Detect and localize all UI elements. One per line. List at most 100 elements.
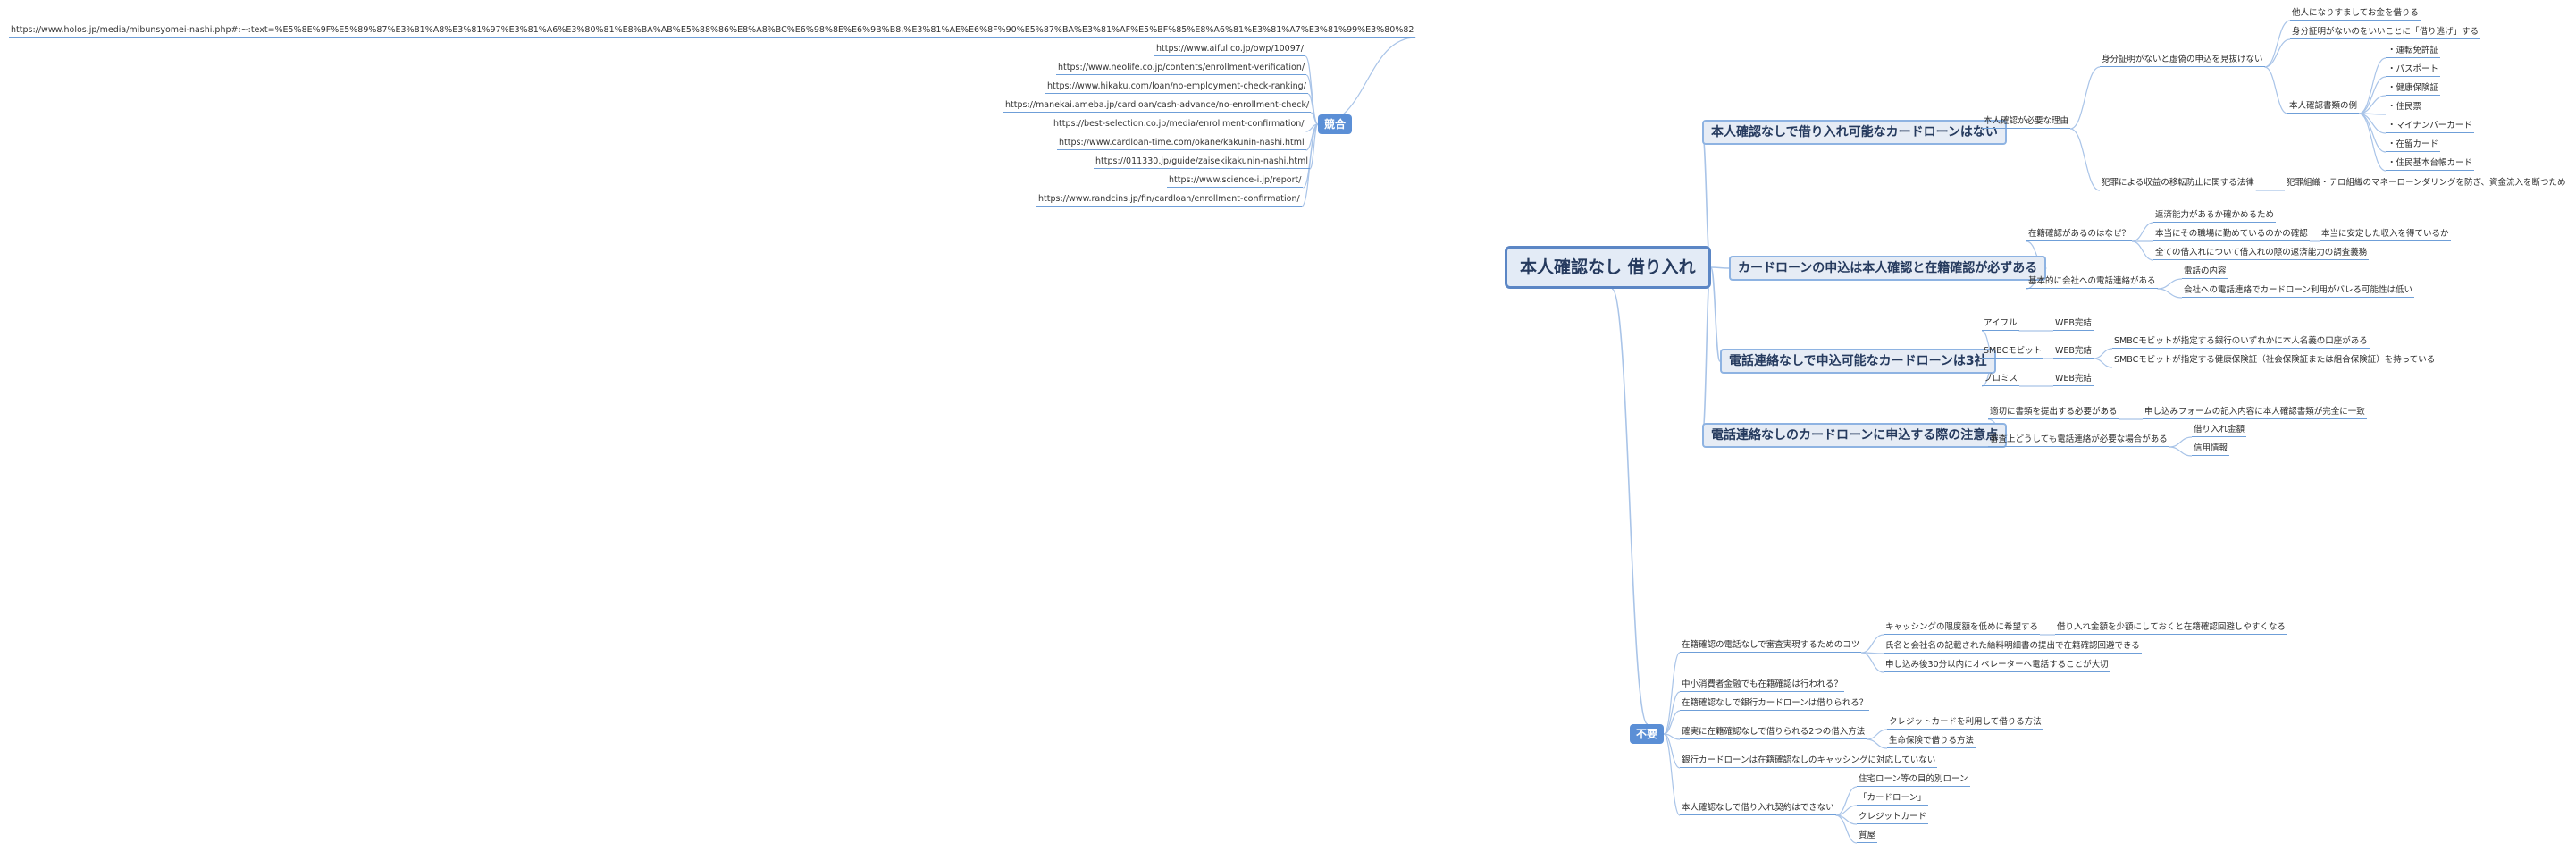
connector-line xyxy=(1861,634,1884,654)
node-phone-item[interactable]: 信用情報 xyxy=(2192,443,2230,456)
connector-line xyxy=(1663,733,1681,816)
contract-item[interactable]: クレジットカード xyxy=(1857,812,1929,824)
node-company-call[interactable]: 基本的に会社への電話連絡がある xyxy=(2026,276,2158,289)
connector-line xyxy=(1861,652,1884,673)
node-why-item[interactable]: 本当にその職場に勤めているのかの確認 xyxy=(2153,229,2310,241)
connector-line xyxy=(2358,113,2387,134)
node-call-item[interactable]: 電話の内容 xyxy=(2182,266,2228,279)
node-doc-item[interactable]: ・住民基本台帳カード xyxy=(2386,158,2475,171)
connector-line xyxy=(1701,266,1712,436)
connector-line xyxy=(1867,729,1888,740)
competitor-url[interactable]: https://manekai.ameba.jp/cardloan/cash-a… xyxy=(1003,100,1312,113)
connector-line xyxy=(1663,691,1681,735)
connector-line xyxy=(2358,76,2387,114)
node-promise-web[interactable]: WEB完結 xyxy=(2053,374,2094,386)
tip-item[interactable]: キャッシングの限度額を低めに希望する xyxy=(1884,622,2041,635)
connector-line xyxy=(2069,66,2101,130)
node-smbc-item[interactable]: SMBCモビットが指定する健康保険証（社会保険証または組合保険証）を持っている xyxy=(2112,355,2438,367)
node-doc-item[interactable]: ・健康保険証 xyxy=(2386,83,2441,96)
connector-line xyxy=(2264,38,2291,68)
connector-line xyxy=(1301,123,1319,207)
node-impersonation-item[interactable]: 身分証明がないのをいいことに「借り逃げ」する xyxy=(2290,27,2481,39)
node-impersonation-item[interactable]: 他人になりすましてお金を借りる xyxy=(2290,8,2421,21)
connector-line xyxy=(2093,358,2113,368)
unneeded-item[interactable]: 在籍確認なしで銀行カードローンは借りられる？ xyxy=(1680,698,1870,711)
node-doc-item[interactable]: ・パスポート xyxy=(2386,64,2441,77)
node-impersonation[interactable]: 身分証明がないと虚偽の申込を見抜けない xyxy=(2100,55,2265,67)
node-doc-item[interactable]: ・マイナンバーカード xyxy=(2386,121,2474,133)
node-phone-needed[interactable]: 審査上どうしても電話連絡が必要な場合がある xyxy=(1988,434,2169,447)
connector-line xyxy=(2157,278,2183,290)
node-submit-docs[interactable]: 適切に書類を提出する必要がある xyxy=(1988,407,2119,419)
competitor-url[interactable]: https://www.holos.jp/media/mibunsyomei-n… xyxy=(9,25,1416,38)
node-doc-item[interactable]: ・在留カード xyxy=(2386,139,2441,152)
main-topic-precautions[interactable]: 電話連絡なしのカードローンに申込する際の注意点 xyxy=(1702,423,2008,448)
competitor-url[interactable]: https://011330.jp/guide/zaisekikakunin-n… xyxy=(1094,156,1310,169)
node-doc-item[interactable]: ・運転免許証 xyxy=(2386,46,2441,58)
connector-line xyxy=(1867,738,1888,749)
contract-item[interactable]: 質屋 xyxy=(1857,831,1878,843)
node-smbc-web[interactable]: WEB完結 xyxy=(2053,346,2094,359)
connector-line xyxy=(2157,288,2183,299)
competitor-url[interactable]: https://www.aiful.co.jp/owp/10097/ xyxy=(1154,44,1305,56)
connector-line xyxy=(1611,288,1649,725)
unneeded-badge[interactable]: 不要 xyxy=(1630,724,1665,744)
connector-line xyxy=(2169,436,2193,448)
node-why-item[interactable]: 返済能力があるか確かめるため xyxy=(2153,210,2277,223)
method-item[interactable]: 生命保険で借りる方法 xyxy=(1887,736,1976,748)
connector-line xyxy=(2264,66,2288,114)
node-law-item[interactable]: 犯罪組織・テロ組織のマネーローンダリングを防ぎ、資金流入を断つため xyxy=(2285,178,2568,190)
competitor-url[interactable]: https://www.science-i.jp/report/ xyxy=(1167,175,1304,188)
node-phone-item[interactable]: 借り入れ金額 xyxy=(2192,425,2247,437)
connector-line xyxy=(2264,20,2291,68)
node-law[interactable]: 犯罪による収益の移転防止に関する法律 xyxy=(2100,178,2256,190)
competition-badge[interactable]: 競合 xyxy=(1318,114,1353,134)
competitor-url[interactable]: https://www.cardloan-time.com/okane/kaku… xyxy=(1057,138,1306,150)
unneeded-item[interactable]: 中小消費者金融でも在籍確認は行われる？ xyxy=(1680,679,1845,692)
node-aiful[interactable]: アイフル xyxy=(1982,318,2019,331)
tip-sub[interactable]: 借り入れ金額を少額にしておくと在籍確認回避しやすくなる xyxy=(2055,622,2287,635)
unneeded-item[interactable]: 本人確認なしで借り入れ契約はできない xyxy=(1680,803,1836,815)
node-reason[interactable]: 本人確認が必要な理由 xyxy=(1982,116,2071,129)
connector-line xyxy=(1317,37,1416,125)
contract-item[interactable]: 住宅ローン等の目的別ローン xyxy=(1857,774,1970,787)
unneeded-item[interactable]: 在籍確認の電話なしで審査実現するためのコツ xyxy=(1680,640,1862,653)
node-why-item[interactable]: 全ての借入れについて借入れの際の返済能力の調査義務 xyxy=(2153,248,2370,260)
unneeded-item[interactable]: 確実に在籍確認なしで借りられる2つの借入方法 xyxy=(1680,727,1867,739)
competitor-url[interactable]: https://www.hikaku.com/loan/no-employmen… xyxy=(1045,81,1308,94)
node-promise[interactable]: プロミス xyxy=(1982,374,2020,386)
connector-line xyxy=(1835,814,1858,844)
connector-line xyxy=(2131,222,2154,242)
contract-item[interactable]: 「カードローン」 xyxy=(1857,793,1928,806)
node-aiful-web[interactable]: WEB完結 xyxy=(2053,318,2094,331)
node-call-item[interactable]: 会社への電話連絡でカードローン利用がバレる可能性は低い xyxy=(2182,285,2415,298)
main-topic-no-verification[interactable]: 本人確認なしで借り入れ可能なカードローンはない xyxy=(1702,120,2007,145)
node-smbc[interactable]: SMBCモビット xyxy=(1982,346,2044,359)
tip-item[interactable]: 氏名と会社名の記載された給料明細書の提出で在籍確認回避できる xyxy=(1884,641,2142,654)
unneeded-item[interactable]: 銀行カードローンは在籍確認なしのキャッシングに対応していない xyxy=(1680,755,1938,768)
connector-line xyxy=(1709,266,1721,362)
connector-line xyxy=(1710,266,1730,269)
method-item[interactable]: クレジットカードを利用して借りる方法 xyxy=(1887,717,2043,730)
node-why-sub[interactable]: 本当に安定した収入を得ているか xyxy=(2320,229,2451,241)
connector-line xyxy=(2358,113,2387,172)
connector-line xyxy=(2131,240,2154,261)
node-docs[interactable]: 本人確認書類の例 xyxy=(2287,101,2360,114)
root-topic[interactable]: 本人確認なし 借り入れ xyxy=(1505,246,1711,289)
connector-line xyxy=(1663,710,1681,735)
main-topic-three-companies[interactable]: 電話連絡なしで申込可能なカードローンは3社 xyxy=(1720,349,1996,374)
tip-item[interactable]: 申し込み後30分以内にオペレーターへ電話することが大切 xyxy=(1884,660,2110,672)
connector-line xyxy=(2093,348,2113,359)
main-topic-verification-required[interactable]: カードローンの申込は本人確認と在籍確認が必ずある xyxy=(1729,256,2047,281)
connector-line xyxy=(2169,446,2193,457)
node-smbc-item[interactable]: SMBCモビットが指定する銀行のいずれかに本人名義の口座がある xyxy=(2112,336,2370,349)
competitor-url[interactable]: https://www.randcins.jp/fin/cardloan/enr… xyxy=(1036,194,1302,207)
node-submit-docs-sub[interactable]: 申し込みフォームの記入内容に本人確認書類が完全に一致 xyxy=(2143,407,2367,419)
connector-line xyxy=(2069,128,2101,191)
competitor-url[interactable]: https://best-selection.co.jp/media/enrol… xyxy=(1052,119,1306,131)
node-why-enrollment[interactable]: 在籍確認があるのはなぜ？ xyxy=(2026,229,2133,241)
connector-line xyxy=(1309,123,1319,170)
competitor-url[interactable]: https://www.neolife.co.jp/contents/enrol… xyxy=(1056,63,1307,75)
node-doc-item[interactable]: ・住民票 xyxy=(2386,102,2424,114)
